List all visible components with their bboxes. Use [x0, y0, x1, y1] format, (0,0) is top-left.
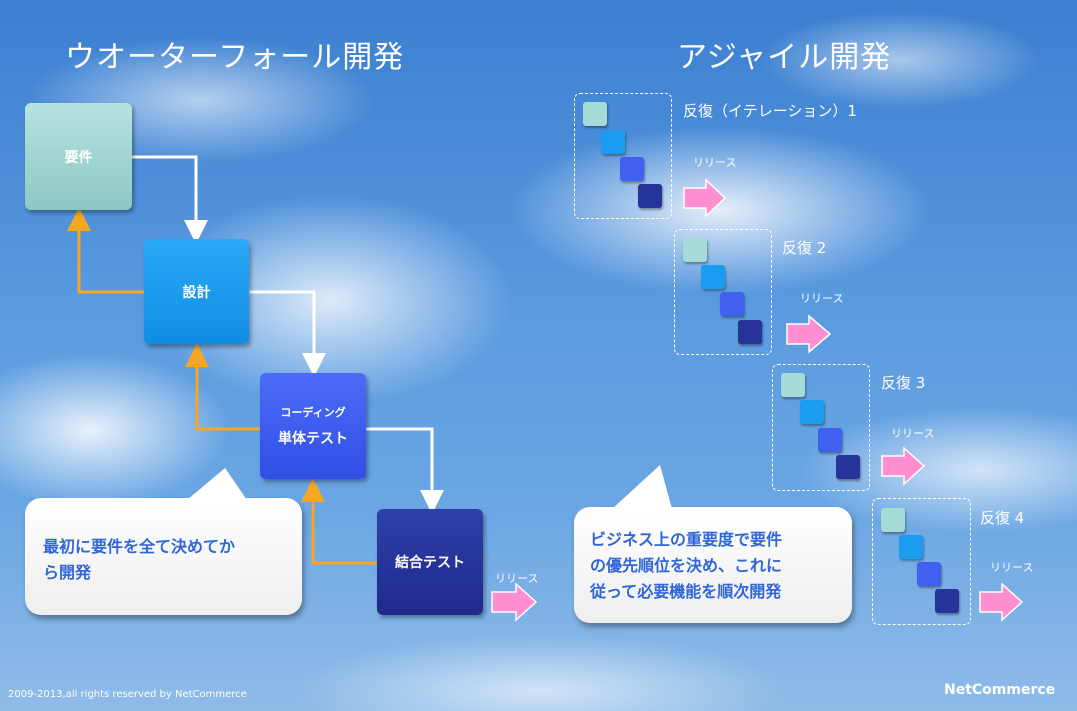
iteration-1-requirements-block [583, 102, 607, 126]
waterfall-callout-pointer [187, 468, 247, 500]
iteration-4-integration-block [935, 589, 959, 613]
iteration-3-integration-block [836, 455, 860, 479]
integration-label: 結合テスト [395, 555, 465, 571]
iteration-2-release-arrow [786, 314, 832, 354]
integration-box: 結合テスト [377, 509, 483, 615]
iteration-2-release-label: リリース [800, 292, 844, 305]
brand-logo-text: NetCommerce [944, 682, 1056, 698]
design-label: 設計 [182, 284, 211, 301]
arrow-design-back-to-requirements [67, 207, 144, 294]
arrow-requirements-to-design [132, 155, 208, 244]
iteration-4-release-arrow [979, 582, 1024, 622]
iteration-3-design-block [800, 400, 824, 424]
iteration-4-frame [872, 498, 971, 625]
iteration-1-frame [574, 93, 672, 219]
iteration-4-requirements-block [881, 508, 905, 532]
coding-label: コーディング [280, 406, 346, 419]
iteration-1-release-label: リリース [693, 156, 737, 169]
iteration-2-frame [674, 229, 772, 355]
waterfall-callout-text: 最初に要件を全て決めてか ら開発 [43, 537, 236, 582]
iteration-4-release-label: リリース [990, 561, 1034, 574]
iteration-1-integration-block [638, 184, 662, 208]
agile-title: アジャイル開発 [677, 40, 892, 75]
iteration-1-coding-block [620, 157, 644, 181]
arrow-integration-back-to-coding [301, 478, 377, 565]
iteration-1-design-block [601, 130, 625, 154]
coding-box: コーディング 単体テスト [260, 373, 366, 479]
iteration-2-requirements-block [683, 238, 707, 262]
requirements-label: 要件 [64, 149, 93, 166]
agile-callout-pointer [612, 465, 672, 509]
waterfall-title: ウオーターフォール開発 [65, 40, 405, 75]
agile-callout-text: ビジネス上の重要度で要件 の優先順位を決め、これに 従って必要機能を順次開発 [590, 530, 783, 601]
iteration-4-label: 反復 4 [980, 509, 1025, 527]
design-box: 設計 [144, 239, 249, 344]
waterfall-release-label: リリース [495, 572, 539, 585]
iteration-2-integration-block [738, 320, 762, 344]
requirements-box: 要件 [25, 103, 132, 210]
iteration-4-design-block [899, 535, 923, 559]
iteration-2-coding-block [720, 292, 744, 316]
iteration-1-release-arrow [683, 178, 727, 218]
iteration-3-coding-block [818, 428, 842, 452]
iteration-3-release-label: リリース [891, 427, 935, 440]
iteration-3-frame [772, 364, 870, 491]
waterfall-callout: 最初に要件を全て決めてか ら開発 [25, 468, 302, 615]
arrow-coding-to-integration [366, 427, 444, 514]
iteration-2-design-block [701, 265, 725, 289]
iteration-3-label: 反復 3 [881, 374, 926, 392]
arrow-coding-back-to-design [185, 343, 260, 431]
iteration-3-requirements-block [781, 373, 805, 397]
copyright-text: 2009-2013,all rights reserved by NetComm… [8, 689, 247, 700]
iteration-2-label: 反復 2 [782, 239, 827, 257]
unit-test-label: 単体テスト [278, 431, 348, 447]
iteration-1-label: 反復（イテレーション）1 [683, 102, 857, 120]
agile-callout: ビジネス上の重要度で要件 の優先順位を決め、これに 従って必要機能を順次開発 [574, 465, 852, 623]
waterfall-release-arrow [491, 582, 538, 622]
iteration-3-release-arrow [881, 446, 926, 486]
iteration-4-coding-block [917, 562, 941, 586]
arrow-design-to-coding [249, 290, 326, 377]
